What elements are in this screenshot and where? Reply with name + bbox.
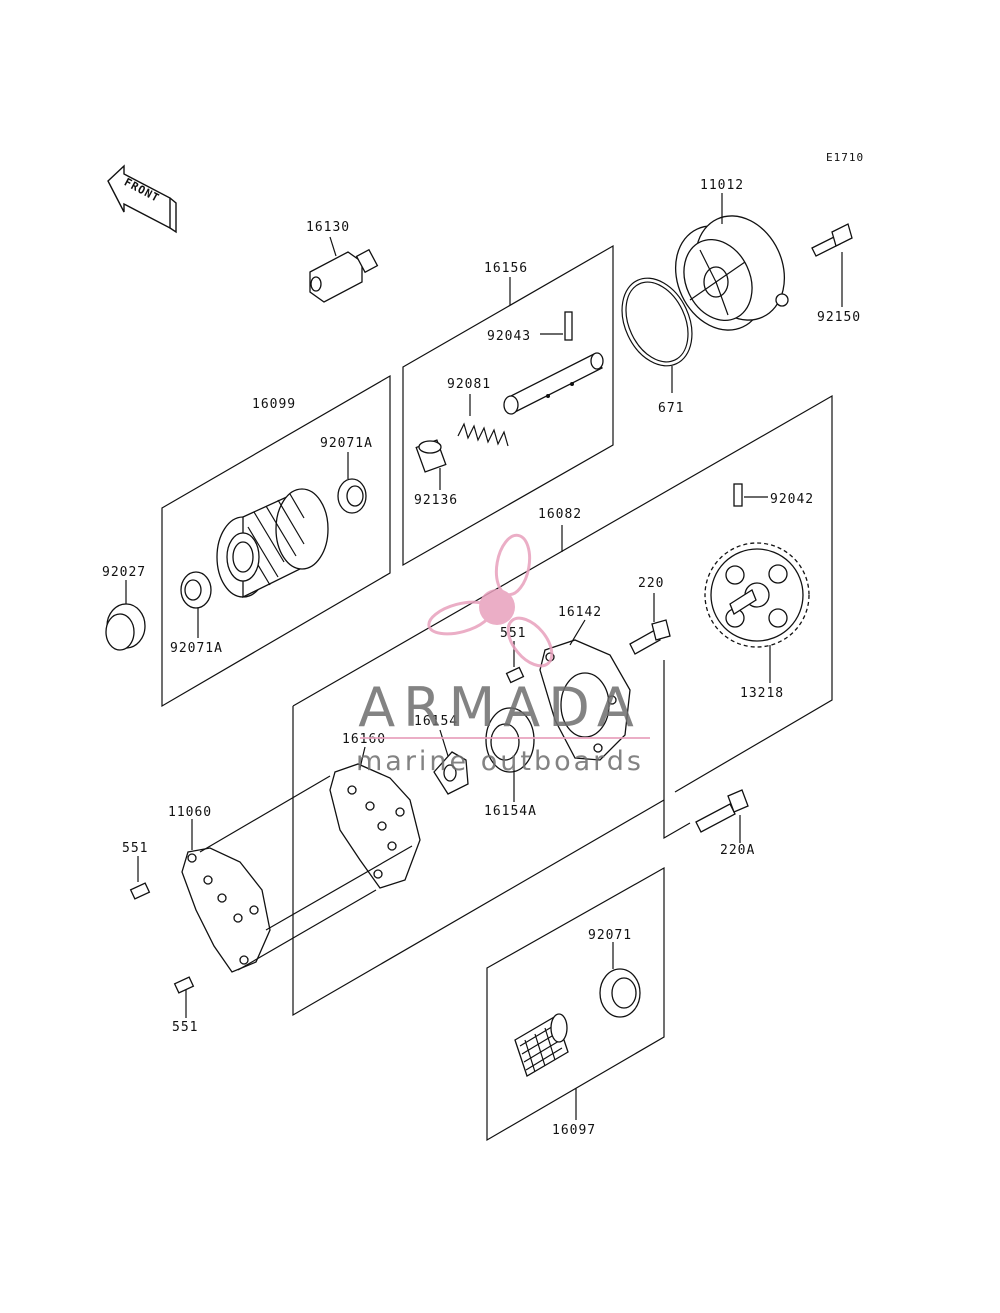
watermark-tagline: marine outboards	[356, 746, 644, 777]
label-16082: 16082	[538, 507, 582, 522]
part-551-dowel-mid	[129, 882, 151, 900]
part-92071A-seal-top	[337, 478, 367, 514]
part-11012-cover	[674, 215, 789, 331]
front-arrow-icon: FRONT	[107, 164, 177, 234]
label-16156: 16156	[484, 261, 528, 276]
label-16160: 16160	[342, 732, 386, 747]
part-92042-pin	[733, 483, 743, 507]
label-92136: 92136	[414, 493, 458, 508]
label-92027: 92027	[102, 565, 146, 580]
label-92071: 92071	[588, 928, 632, 943]
watermark-brand: ARMADA	[358, 676, 642, 739]
label-92071A-bottom: 92071A	[170, 641, 223, 656]
label-16097: 16097	[552, 1123, 596, 1138]
label-13218: 13218	[740, 686, 784, 701]
label-551-top: 551	[500, 626, 526, 641]
part-16154A-outer-rotor	[485, 707, 535, 773]
part-92071A-seal-bottom	[180, 571, 212, 609]
label-92042: 92042	[770, 492, 814, 507]
part-11060-plate	[181, 847, 271, 973]
label-92081: 92081	[447, 377, 491, 392]
frame-strainer-group	[486, 866, 665, 1142]
label-92043: 92043	[487, 329, 531, 344]
part-92043-pin	[564, 311, 573, 341]
part-13218-gear	[704, 542, 810, 648]
part-551-dowel-top	[505, 666, 525, 684]
part-92027-collar	[105, 603, 146, 651]
part-92081-spring	[457, 422, 509, 447]
part-220A-bolt	[695, 789, 749, 833]
label-16130: 16130	[306, 220, 350, 235]
label-16154: 16154	[414, 714, 458, 729]
part-220-bolt	[629, 619, 671, 655]
part-16097-strainer	[514, 1013, 569, 1077]
part-16156-valve	[503, 352, 604, 415]
label-11012: 11012	[700, 178, 744, 193]
label-16099: 16099	[252, 397, 296, 412]
part-92150-bolt	[811, 223, 853, 257]
diagram-code: E1710	[826, 151, 864, 164]
part-16130-fitting	[309, 248, 379, 303]
label-11060: 11060	[168, 805, 212, 820]
part-551-dowel-bottom	[173, 976, 195, 994]
label-551-mid: 551	[122, 841, 148, 856]
armada-watermark: ARMADA marine outboards	[356, 533, 650, 777]
frame-oil-filter-group	[161, 374, 391, 708]
label-16154A: 16154A	[484, 804, 537, 819]
label-220A: 220A	[720, 843, 755, 858]
label-220: 220	[638, 576, 664, 591]
frame-relief-valve-group	[402, 244, 614, 567]
label-92150: 92150	[817, 310, 861, 325]
part-16142-pump-body	[539, 639, 631, 761]
part-671-oring	[621, 277, 693, 367]
part-16099-oil-filter	[216, 488, 329, 599]
part-92136-sleeve	[415, 439, 447, 473]
part-92071-seal	[599, 968, 641, 1018]
label-92071A-top: 92071A	[320, 436, 373, 451]
propeller-logo-icon	[427, 533, 554, 668]
part-16160-plate	[329, 763, 421, 889]
label-16142: 16142	[558, 605, 602, 620]
label-671: 671	[658, 401, 684, 416]
part-16154-inner-rotor	[433, 751, 469, 795]
label-551-bottom: 551	[172, 1020, 198, 1035]
